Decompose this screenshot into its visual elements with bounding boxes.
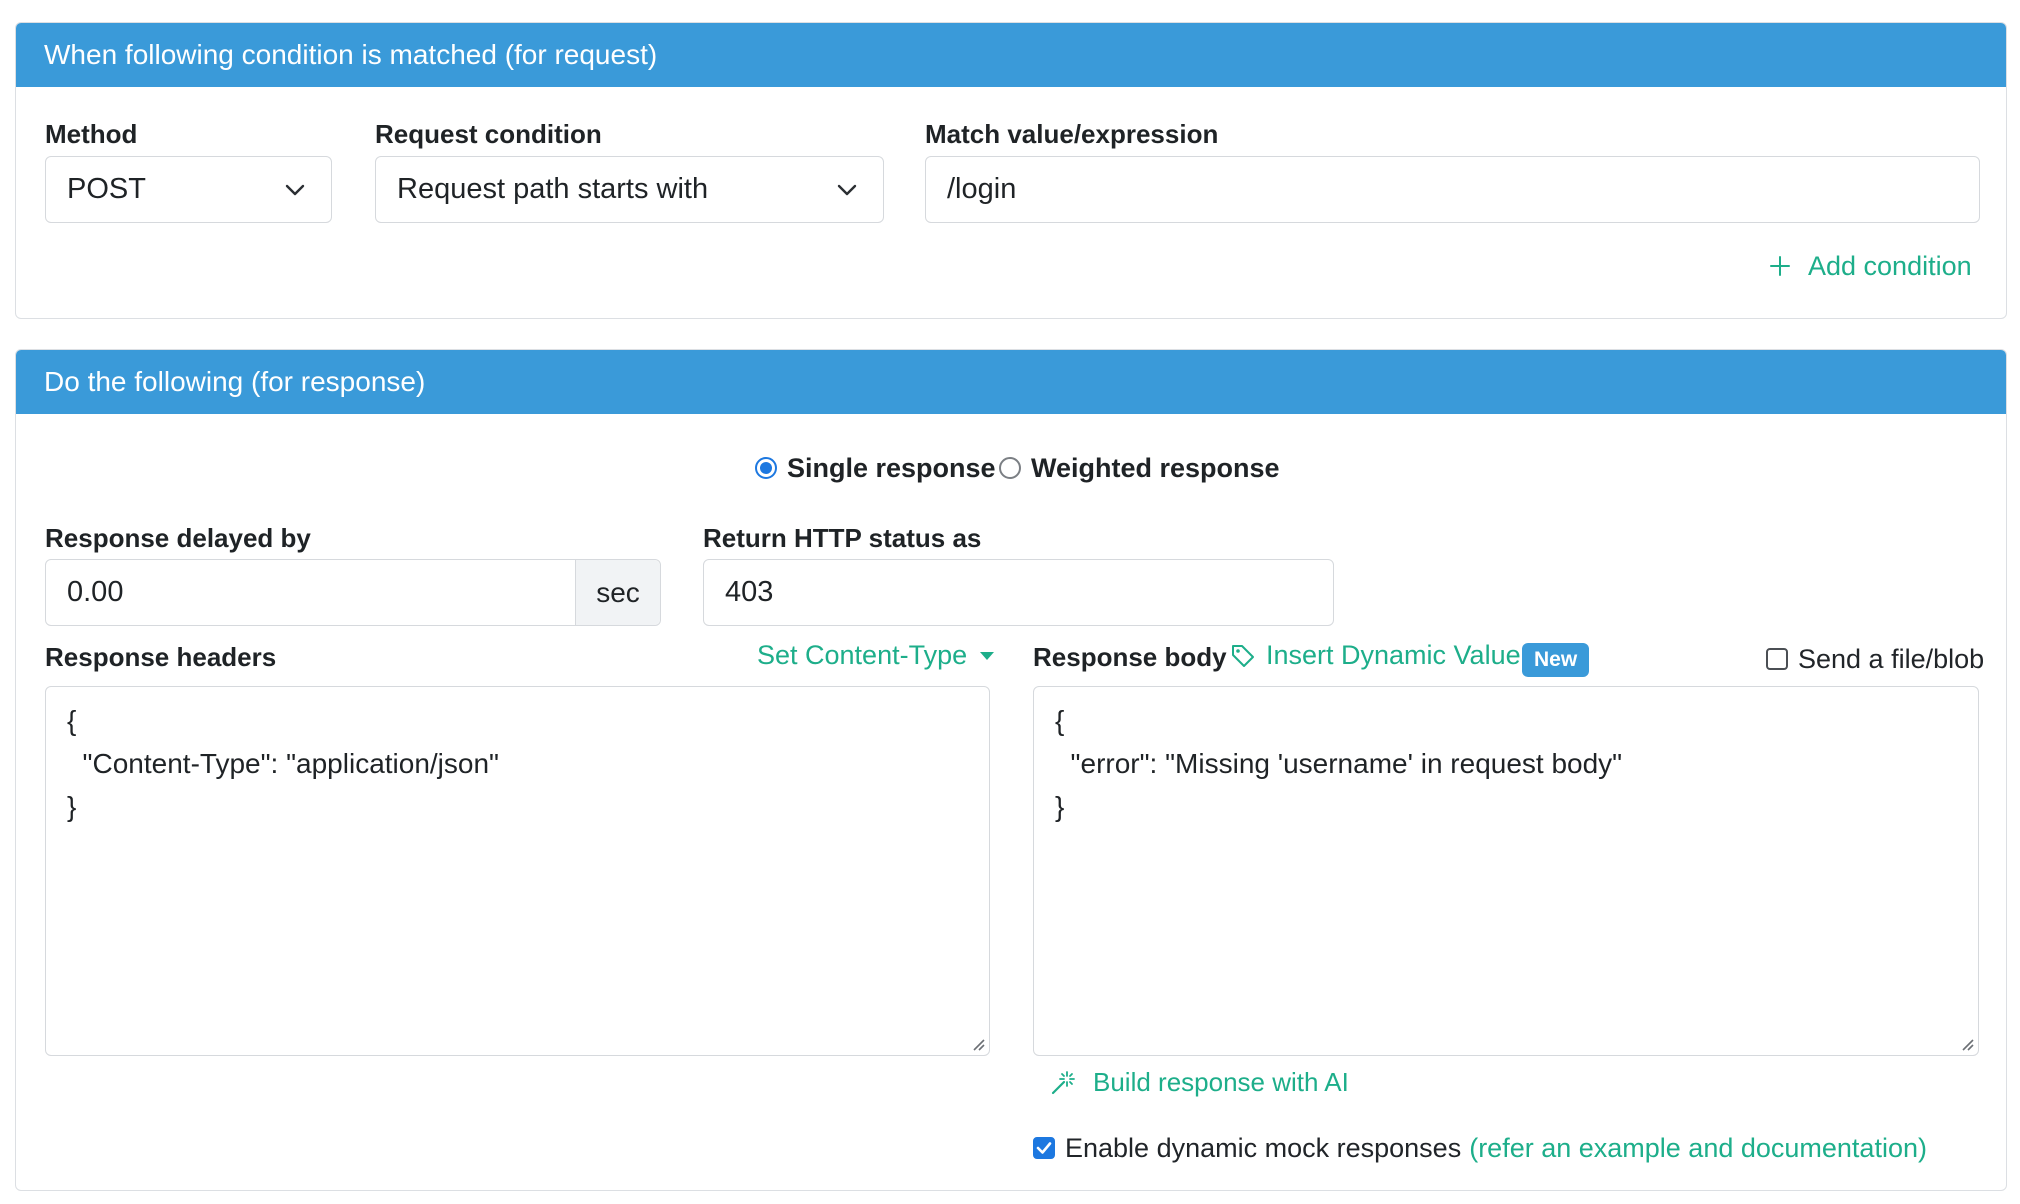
request-condition-panel: When following condition is matched (for… — [15, 22, 2007, 319]
http-status-value: 403 — [725, 576, 774, 608]
body-line: { — [1055, 705, 1065, 736]
method-label: Method — [45, 119, 138, 149]
http-status-input[interactable]: 403 — [703, 559, 1334, 626]
weighted-response-radio[interactable] — [999, 457, 1021, 479]
http-status-label: Return HTTP status as — [703, 523, 982, 553]
send-file-checkbox[interactable] — [1766, 648, 1788, 670]
single-response-label: Single response — [787, 452, 996, 483]
request-condition-select[interactable]: Request path starts with — [375, 156, 884, 223]
headers-line: { — [67, 705, 77, 736]
request-condition-label: Request condition — [375, 119, 602, 149]
weighted-response-label: Weighted response — [1031, 452, 1280, 483]
match-value-input[interactable]: /login — [925, 156, 1980, 223]
match-value-text: /login — [947, 173, 1017, 205]
set-content-type-dropdown[interactable]: Set Content-Type — [757, 640, 995, 671]
magic-wand-icon — [1051, 1070, 1075, 1094]
body-line: "error": "Missing 'username' in request … — [1055, 748, 1623, 779]
send-file-option[interactable]: Send a file/blob — [1766, 642, 1984, 676]
insert-dynamic-value-button[interactable]: Insert Dynamic Value — [1230, 640, 1521, 671]
enable-dynamic-label: Enable dynamic mock responses — [1065, 1132, 1462, 1163]
method-select[interactable]: POST — [45, 156, 332, 223]
headers-line: "Content-Type": "application/json" — [67, 748, 499, 779]
method-value: POST — [67, 173, 146, 205]
response-delay-input[interactable]: 0.00 sec — [45, 559, 661, 626]
resize-handle-icon[interactable] — [1958, 1035, 1974, 1051]
response-headers-editor[interactable]: { "Content-Type": "application/json" } — [45, 686, 990, 1056]
documentation-link[interactable]: (refer an example and documentation) — [1469, 1132, 1927, 1163]
plus-icon — [1770, 256, 1790, 276]
response-body-editor[interactable]: { "error": "Missing 'username' in reques… — [1033, 686, 1979, 1056]
body-line: } — [1055, 791, 1065, 822]
weighted-response-option[interactable]: Weighted response — [999, 448, 1280, 488]
single-response-option[interactable]: Single response — [755, 448, 996, 488]
delay-unit-addon: sec — [575, 560, 660, 625]
send-file-label: Send a file/blob — [1798, 643, 1985, 674]
enable-dynamic-checkbox[interactable] — [1033, 1137, 1055, 1159]
match-value-label: Match value/expression — [925, 119, 1219, 149]
add-condition-label: Add condition — [1808, 251, 1972, 281]
tag-icon — [1232, 644, 1254, 667]
response-panel-title: Do the following (for response) — [16, 350, 2006, 414]
insert-dynamic-value-label: Insert Dynamic Value — [1266, 640, 1521, 670]
new-badge: New — [1522, 643, 1590, 677]
caret-down-icon — [980, 651, 995, 660]
add-condition-button[interactable]: Add condition — [1768, 246, 1972, 286]
build-with-ai-label: Build response with AI — [1093, 1067, 1349, 1097]
request-condition-value: Request path starts with — [397, 173, 709, 205]
response-headers-label: Response headers — [45, 642, 277, 672]
chevron-down-icon — [285, 157, 305, 222]
response-delay-value: 0.00 — [67, 576, 124, 608]
checkmark-icon — [1036, 1142, 1052, 1154]
response-panel: Do the following (for response) Single r… — [15, 349, 2007, 1191]
resize-handle-icon[interactable] — [969, 1035, 985, 1051]
headers-line: } — [67, 791, 77, 822]
chevron-down-icon — [837, 157, 857, 222]
request-panel-title: When following condition is matched (for… — [16, 23, 2006, 87]
response-delay-label: Response delayed by — [45, 523, 311, 553]
build-with-ai-button[interactable]: Build response with AI — [1049, 1067, 1349, 1098]
response-body-label: Response body — [1033, 642, 1227, 672]
single-response-radio[interactable] — [755, 457, 777, 479]
set-content-type-label: Set Content-Type — [757, 640, 968, 670]
enable-dynamic-option[interactable]: Enable dynamic mock responses (refer an … — [1033, 1128, 1927, 1168]
